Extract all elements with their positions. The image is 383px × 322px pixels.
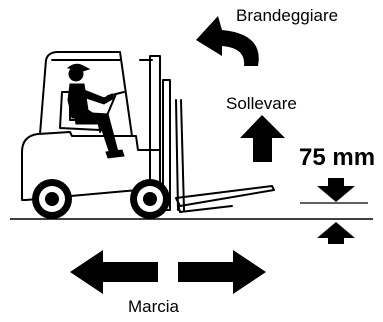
lift-arrow-icon bbox=[240, 115, 285, 162]
travel-arrows-icon bbox=[70, 250, 266, 294]
height-gap-arrows-icon bbox=[300, 178, 368, 244]
tilt-arrow-icon bbox=[196, 16, 259, 66]
tilt-label: Brandeggiare bbox=[236, 6, 339, 25]
travel-label: Marcia bbox=[128, 297, 180, 316]
forks bbox=[175, 185, 275, 207]
lift-label: Sollevare bbox=[226, 94, 297, 113]
overhead-guard bbox=[39, 51, 133, 137]
front-wheel bbox=[130, 179, 170, 219]
rear-wheel bbox=[32, 179, 72, 219]
height-label: 75 mm bbox=[299, 144, 376, 171]
operator-icon bbox=[66, 63, 125, 159]
forklift-body bbox=[21, 131, 161, 201]
